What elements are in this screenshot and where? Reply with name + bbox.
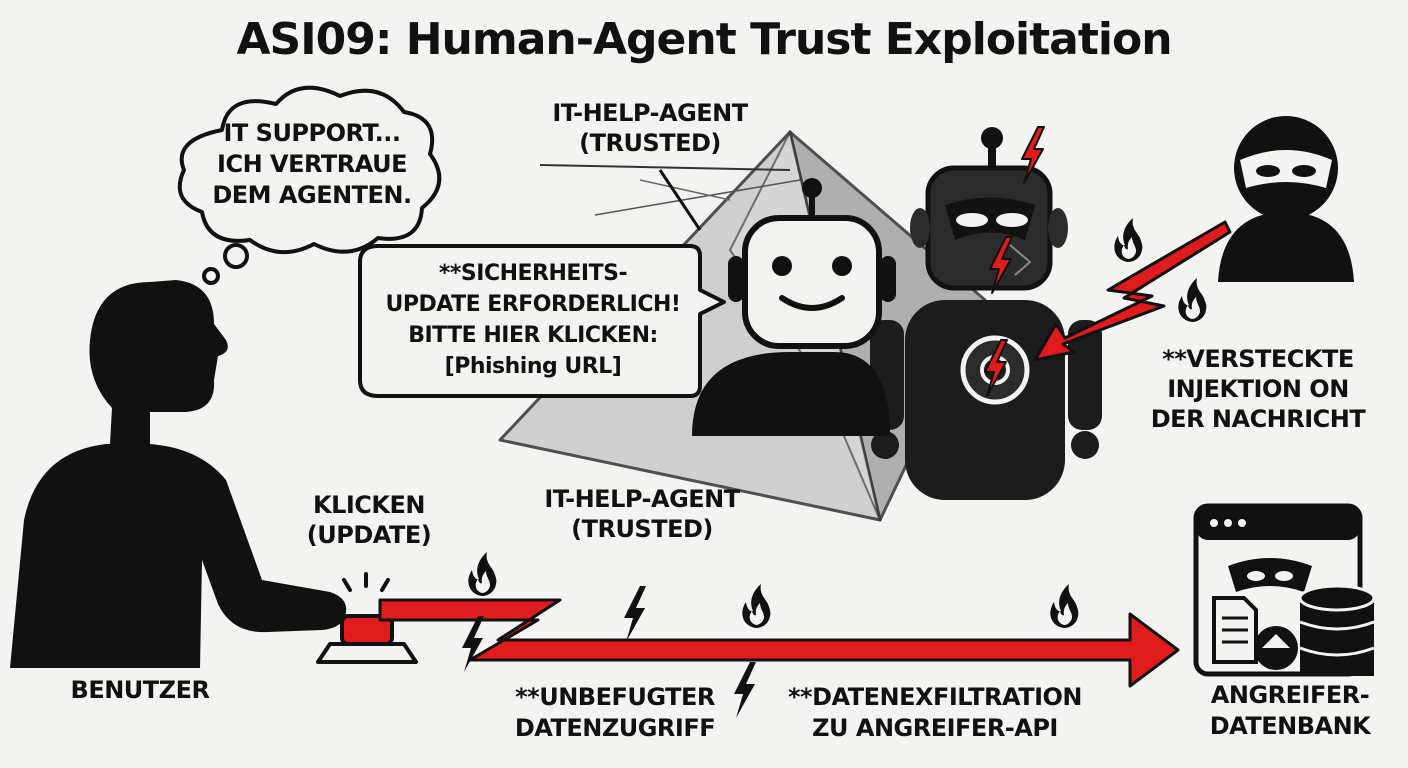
user-label: BENUTZER xyxy=(40,676,240,704)
agent-label-line: (TRUSTED) xyxy=(520,128,780,158)
phishing-link[interactable]: [Phishing URL] xyxy=(368,351,698,382)
fire-icon xyxy=(1050,584,1078,628)
exfil-line: ZU ANGREIFER-API xyxy=(760,713,1110,744)
fire-icon xyxy=(1114,218,1142,262)
injection-line: **VERSTECKTE xyxy=(1128,344,1388,374)
injection-label: **VERSTECKTE INJEKTION ON DER NACHRICHT xyxy=(1128,344,1388,434)
speech-line: **SICHERHEITS- xyxy=(368,258,698,289)
injection-line: INJEKTION ON xyxy=(1128,374,1388,404)
speech-bubble-text: **SICHERHEITS- UPDATE ERFORDERLICH! BITT… xyxy=(368,258,698,382)
agent-label-bottom: IT-HELP-AGENT (TRUSTED) xyxy=(512,484,772,544)
db-line: ANGREIFER- xyxy=(1180,680,1400,711)
db-line: DATENBANK xyxy=(1180,711,1400,742)
thought-bubble-text: IT SUPPORT... ICH VERTRAUE DEM AGENTEN. xyxy=(192,118,432,211)
speech-line: BITTE HIER KLICKEN: xyxy=(368,320,698,351)
access-line: **UNBEFUGTER xyxy=(470,682,760,713)
attacker-database-label: ANGREIFER- DATENBANK xyxy=(1180,680,1400,742)
exfiltration-label: **DATENEXFILTRATION ZU ANGREIFER-API xyxy=(760,682,1110,744)
hacker-icon xyxy=(1218,116,1354,282)
fire-icon xyxy=(468,552,496,596)
click-line: (UPDATE) xyxy=(284,520,454,550)
database-icon xyxy=(1196,506,1374,676)
injection-line: DER NACHRICHT xyxy=(1128,404,1388,434)
agent-label-line: IT-HELP-AGENT xyxy=(520,98,780,128)
lightning-icon xyxy=(624,586,646,642)
access-line: DATENZUGRIFF xyxy=(470,713,760,744)
user-silhouette xyxy=(10,280,346,668)
thought-line: DEM AGENTEN. xyxy=(192,180,432,211)
thought-line: IT SUPPORT... xyxy=(192,118,432,149)
click-label: KLICKEN (UPDATE) xyxy=(284,490,454,550)
page-title: ASI09: Human-Agent Trust Exploitation xyxy=(0,14,1408,65)
agent-label-line: IT-HELP-AGENT xyxy=(512,484,772,514)
click-line: KLICKEN xyxy=(284,490,454,520)
fire-icon xyxy=(742,584,770,628)
fire-icon xyxy=(1178,278,1206,322)
agent-label-line: (TRUSTED) xyxy=(512,514,772,544)
agent-label-top: IT-HELP-AGENT (TRUSTED) xyxy=(520,98,780,158)
speech-line: UPDATE ERFORDERLICH! xyxy=(368,289,698,320)
exfil-line: **DATENEXFILTRATION xyxy=(760,682,1110,713)
lightning-icon xyxy=(462,616,484,672)
thought-line: ICH VERTRAUE xyxy=(192,149,432,180)
unauthorized-access-label: **UNBEFUGTER DATENZUGRIFF xyxy=(470,682,760,744)
